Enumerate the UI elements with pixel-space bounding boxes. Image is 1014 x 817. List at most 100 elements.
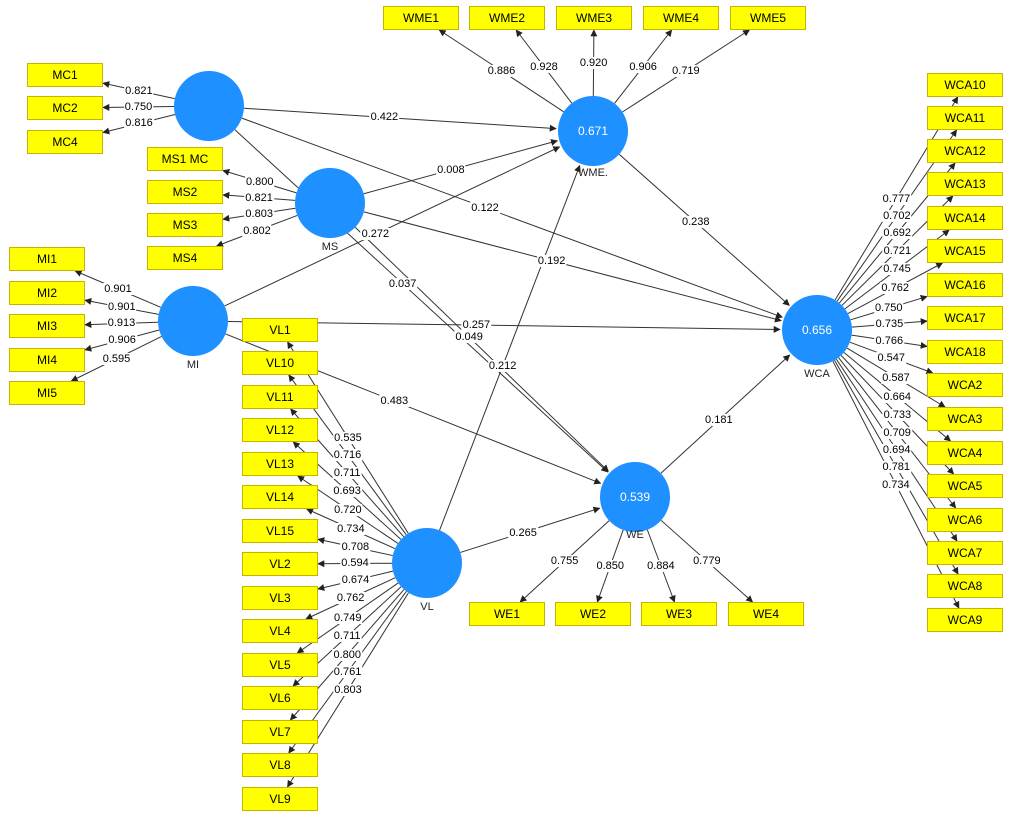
construct-wme[interactable]: 0.671 [558,96,628,166]
indicator-mc2[interactable]: MC2 [27,96,103,120]
indicator-mi1[interactable]: MI1 [9,247,85,271]
construct-wca[interactable]: 0.656 [782,295,852,365]
indicator-mi3[interactable]: MI3 [9,314,85,338]
indicator-vl11[interactable]: VL11 [242,385,318,409]
indicator-vl10[interactable]: VL10 [242,351,318,375]
outer-loading: 0.711 [332,630,362,643]
path-coefficient: 0.272 [360,228,391,241]
outer-loading: 0.693 [332,484,362,497]
indicator-vl4[interactable]: VL4 [242,619,318,643]
indicator-wca11[interactable]: WCA11 [927,106,1003,130]
indicator-wca2[interactable]: WCA2 [927,373,1003,397]
outer-loading: 0.750 [123,100,154,113]
indicator-vl8[interactable]: VL8 [242,753,318,777]
path-coefficient: 0.422 [369,111,400,124]
outer-loading: 0.803 [333,683,363,696]
outer-loading: 0.595 [101,352,132,365]
indicator-vl6[interactable]: VL6 [242,686,318,710]
indicator-wca9[interactable]: WCA9 [927,608,1003,632]
path-mi-wca [227,321,781,333]
indicator-vl7[interactable]: VL7 [242,720,318,744]
indicator-vl12[interactable]: VL12 [242,418,318,442]
outer-loading: 0.762 [335,592,366,605]
indicator-ms1-mc[interactable]: MS1 MC [147,147,223,171]
indicator-wca10[interactable]: WCA10 [927,73,1003,97]
indicator-wca6[interactable]: WCA6 [927,508,1003,532]
indicator-wca18[interactable]: WCA18 [927,340,1003,364]
path-ms-we [354,226,609,472]
indicator-wca13[interactable]: WCA13 [927,172,1003,196]
construct-vl[interactable] [392,528,462,598]
indicator-wme3[interactable]: WME3 [556,6,632,30]
indicator-wme2[interactable]: WME2 [469,6,545,30]
outer-loading: 0.906 [107,333,137,346]
indicator-vl14[interactable]: VL14 [242,485,318,509]
indicator-ms3[interactable]: MS3 [147,213,223,237]
outer-loading: 0.734 [336,522,366,535]
indicator-wca4[interactable]: WCA4 [927,441,1003,465]
indicator-wca5[interactable]: WCA5 [927,474,1003,498]
indicator-we4[interactable]: WE4 [728,602,804,626]
outer-loading: 0.884 [646,559,676,572]
path-coefficient: 0.122 [470,201,500,214]
outer-loading: 0.777 [881,192,912,205]
construct-we[interactable]: 0.539 [600,462,670,532]
outer-loading: 0.535 [333,431,363,444]
indicator-vl15[interactable]: VL15 [242,519,318,543]
indicator-mc4[interactable]: MC4 [27,130,103,154]
outer-loading: 0.906 [628,60,658,73]
indicator-mc1[interactable]: MC1 [27,63,103,87]
indicator-ms2[interactable]: MS2 [147,180,223,204]
construct-ms[interactable] [295,168,365,238]
indicator-wca14[interactable]: WCA14 [927,206,1003,230]
outer-loading: 0.674 [340,574,371,587]
outer-loading: 0.702 [882,209,912,222]
indicator-mi5[interactable]: MI5 [9,381,85,405]
indicator-wme5[interactable]: WME5 [730,6,806,30]
outer-loading: 0.761 [332,666,363,679]
outer-loading: 0.821 [124,84,154,97]
indicator-wca17[interactable]: WCA17 [927,306,1003,330]
construct-mi[interactable] [158,286,228,356]
path-coefficient: 0.212 [487,360,518,373]
construct-mc[interactable] [174,71,244,141]
path-mc-we [234,129,609,473]
outer-loading: 0.800 [332,648,362,661]
path-coefficient: 0.008 [436,163,466,176]
outer-loading: 0.587 [881,371,911,384]
indicator-wca16[interactable]: WCA16 [927,273,1003,297]
outer-loading: 0.721 [882,244,913,257]
path-ms-wca [363,211,782,323]
indicator-vl9[interactable]: VL9 [242,787,318,811]
indicator-wme1[interactable]: WME1 [383,6,459,30]
indicator-mi4[interactable]: MI4 [9,348,85,372]
indicator-mi2[interactable]: MI2 [9,281,85,305]
indicator-wme4[interactable]: WME4 [643,6,719,30]
indicator-vl5[interactable]: VL5 [242,653,318,677]
indicator-wca15[interactable]: WCA15 [927,239,1003,263]
indicator-wca8[interactable]: WCA8 [927,574,1003,598]
indicator-wca3[interactable]: WCA3 [927,407,1003,431]
indicator-we1[interactable]: WE1 [469,602,545,626]
indicator-wca12[interactable]: WCA12 [927,139,1003,163]
indicator-we2[interactable]: WE2 [555,602,631,626]
indicator-vl13[interactable]: VL13 [242,452,318,476]
path-coefficient: 0.037 [387,277,418,290]
indicator-wca7[interactable]: WCA7 [927,541,1003,565]
outer-loading: 0.755 [549,555,580,568]
path-mi-wme [224,146,561,307]
outer-loading: 0.720 [333,503,363,516]
r-squared-value: 0.539 [619,490,651,504]
indicator-vl2[interactable]: VL2 [242,552,318,576]
outer-loading: 0.749 [333,611,363,624]
outer-loading: 0.735 [874,318,905,331]
indicator-ms4[interactable]: MS4 [147,246,223,270]
path-wme-wca [618,153,790,306]
path-coefficient: 0.265 [508,526,538,539]
indicator-vl3[interactable]: VL3 [242,586,318,610]
indicator-we3[interactable]: WE3 [641,602,717,626]
outer-loading: 0.547 [876,351,907,364]
indicator-vl1[interactable]: VL1 [242,318,318,342]
outer-loading: 0.901 [107,301,137,314]
